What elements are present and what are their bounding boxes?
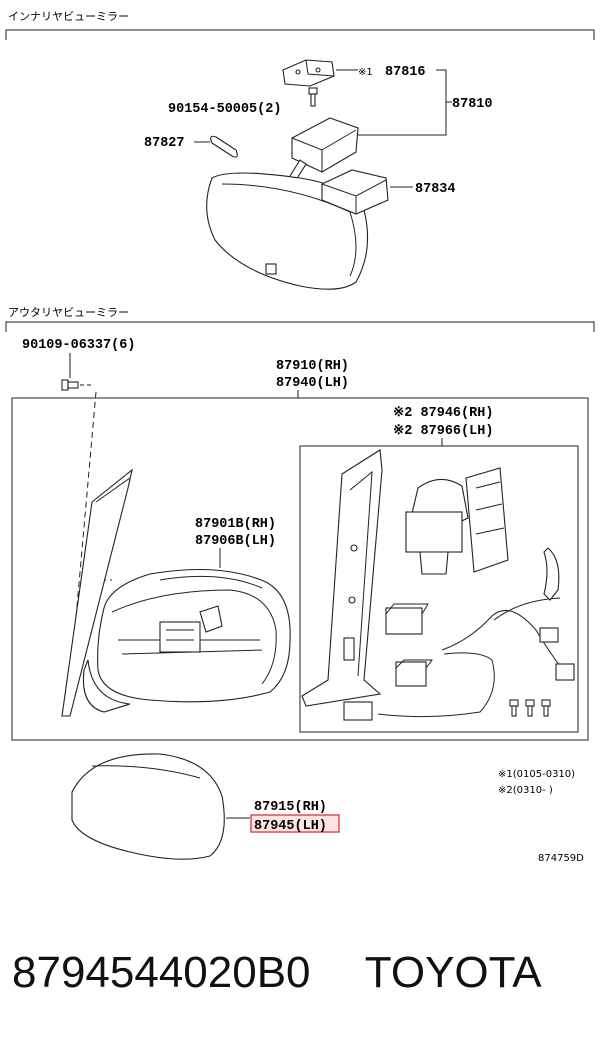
caption-brand: TOYOTA xyxy=(364,948,542,997)
outer-mirror-housing xyxy=(82,568,291,713)
part-87945-label[interactable]: 87945(LH) xyxy=(254,819,327,834)
part-87915-label[interactable]: 87915(RH) xyxy=(254,800,327,815)
inner-subassembly-frame xyxy=(299,445,579,733)
part-87816-label[interactable]: 87816 xyxy=(385,65,426,80)
outer-section-bracket xyxy=(5,321,595,332)
part-87816-drawing xyxy=(282,59,335,87)
note-2: ※2(0310- ) xyxy=(498,785,553,796)
part-87906-label[interactable]: 87906B(LH) xyxy=(195,534,276,549)
part-87816-prefix: ※1 xyxy=(358,67,373,78)
inner-section-bracket xyxy=(5,29,595,40)
outer-mirror-plate xyxy=(61,468,133,717)
mirror-motor xyxy=(405,467,509,575)
connector-block-1 xyxy=(385,603,429,635)
small-screws xyxy=(509,699,551,717)
outer-assembly-frame xyxy=(11,397,589,741)
mirror-cover-drawing xyxy=(71,753,225,860)
part-90154-screw xyxy=(308,87,318,107)
connector-block-2 xyxy=(395,659,433,687)
part-87966-label[interactable]: ※2 87966(LH) xyxy=(393,423,493,439)
diagram-code: 874759D xyxy=(538,853,584,864)
note-1: ※1(0105-0310) xyxy=(498,769,575,780)
part-87834-label[interactable]: 87834 xyxy=(415,182,456,197)
part-87910-label[interactable]: 87910(RH) xyxy=(276,359,349,374)
inner-section-title: インナリヤビューミラー xyxy=(8,10,129,23)
part-87810-label[interactable]: 87810 xyxy=(452,97,493,112)
part-87946-label[interactable]: ※2 87946(RH) xyxy=(393,405,493,421)
caption: 8794544020B0 TOYOTA xyxy=(12,948,592,998)
part-87940-label[interactable]: 87940(LH) xyxy=(276,376,349,391)
part-90109-screw xyxy=(61,379,79,391)
part-87827-label[interactable]: 87827 xyxy=(144,136,185,151)
caption-part-number: 8794544020B0 xyxy=(12,948,311,997)
part-87901-label[interactable]: 87901B(RH) xyxy=(195,517,276,532)
part-87834-cover xyxy=(321,169,389,215)
part-87827-cap xyxy=(210,135,238,158)
highlight-box xyxy=(250,814,340,833)
mirror-base-bracket xyxy=(301,449,383,707)
part-90154-label[interactable]: 90154-50005(2) xyxy=(168,102,281,117)
part-90109-label[interactable]: 90109-06337(6) xyxy=(22,338,135,353)
wire-harness xyxy=(343,547,575,721)
outer-section-title: アウタリヤビューミラー xyxy=(8,306,129,319)
